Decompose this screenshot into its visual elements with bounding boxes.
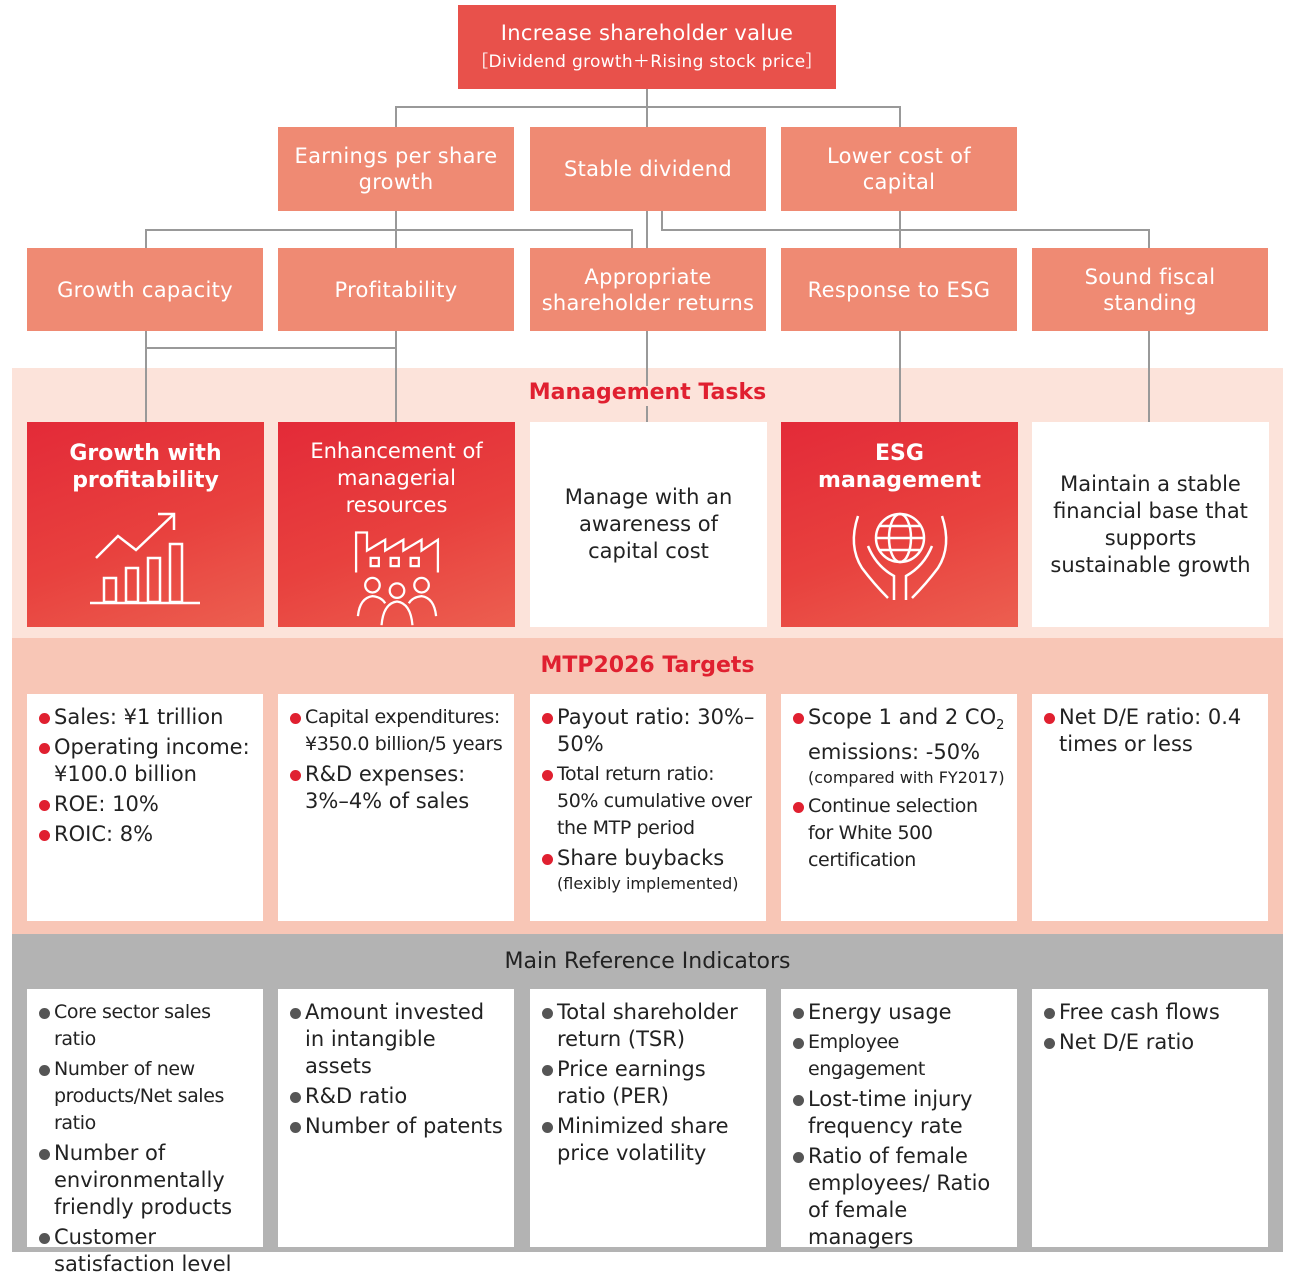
target-item: R&D expenses: 3%–4% of sales [288,761,504,815]
top-title: Increase shareholder value [500,20,794,45]
indicators-title: Main Reference Indicators [504,949,791,974]
task-manage-capital-cost: Manage with an awareness of capital cost [530,422,767,627]
indicator-item: Free cash flows [1042,999,1258,1026]
indicator-item: R&D ratio [288,1083,504,1110]
indicators-card-4: Energy usage Employee engagement Lost-ti… [781,989,1017,1249]
indicators-card-3: Total shareholder return (TSR) Price ear… [530,989,766,1247]
target-item: ROE: 10% [37,791,253,818]
indicator-item: Number of environmentally friendly produ… [37,1140,253,1221]
task-growth-with-profitability: Growth with profitability [27,422,264,627]
indicator-item: Amount invested in intangible assets [288,999,504,1080]
indicator-item: Energy usage [791,999,1007,1026]
factory-people-icon [354,531,439,626]
growth-capacity-box: Growth capacity [27,248,263,331]
targets-card-1: Sales: ¥1 trillion Operating income: ¥10… [27,694,263,921]
profitability-box: Profitability [278,248,514,331]
task-enhancement-of-managerial-resources: Enhancement of managerial resources [278,422,515,627]
growth-chart-icon [89,512,200,605]
management-tasks-title: Management Tasks [528,380,767,405]
task-stable-financial-base: Maintain a stable financial base that su… [1032,422,1269,627]
target-note: (compared with FY2017) [808,768,1005,788]
indicator-item: Minimized share price volatility [540,1113,756,1167]
indicator-item: Core sector sales ratio [37,999,253,1053]
indicators-card-1: Core sector sales ratio Number of new pr… [27,989,263,1276]
eps-growth-box: Earnings per share growth [278,127,514,211]
globe-hands-icon [852,512,947,600]
indicator-item: Price earnings ratio (PER) [540,1056,756,1110]
target-item: Total return ratio: 50% cumulative over … [540,761,756,842]
increase-shareholder-value-box: Increase shareholder value ［Dividend gro… [458,5,836,89]
indicator-item: Number of new products/Net sales ratio [37,1056,253,1137]
response-to-esg-box: Response to ESG [781,248,1017,331]
targets-card-4: Scope 1 and 2 CO2 emissions: -50%(compar… [781,694,1017,921]
targets-title: MTP2026 Targets [540,653,755,678]
targets-card-3: Payout ratio: 30%–50% Total return ratio… [530,694,766,921]
target-item: Capital expenditures: ¥350.0 billion/5 y… [288,704,504,758]
sound-fiscal-standing-box: Sound fiscal standing [1032,248,1268,331]
target-item: Continue selection for White 500 certifi… [791,793,1007,874]
indicator-item: Ratio of female employees/ Ratio of fema… [791,1143,1007,1251]
task-esg-management: ESG management [781,422,1018,627]
indicator-item: Number of patents [288,1113,504,1140]
stable-dividend-box: Stable dividend [530,127,766,211]
lower-cost-of-capital-box: Lower cost of capital [781,127,1017,211]
targets-card-5: Net D/E ratio: 0.4 times or less [1032,694,1268,921]
target-item: Operating income: ¥100.0 billion [37,734,253,788]
indicators-card-5: Free cash flows Net D/E ratio [1032,989,1268,1247]
indicators-card-2: Amount invested in intangible assets R&D… [278,989,514,1247]
top-subtitle: ［Dividend growth＋Rising stock price］ [471,51,823,72]
target-item: Payout ratio: 30%–50% [540,704,756,758]
target-item: Sales: ¥1 trillion [37,704,253,731]
indicator-item: Net D/E ratio [1042,1029,1258,1056]
target-note: (flexibly implemented) [557,874,739,893]
target-item: Net D/E ratio: 0.4 times or less [1042,704,1258,758]
indicator-item: Lost-time injury frequency rate [791,1086,1007,1140]
indicator-item: Total shareholder return (TSR) [540,999,756,1053]
appropriate-shareholder-returns-box: Appropriate shareholder returns [530,248,766,331]
target-item: Share buybacks(flexibly implemented) [540,845,756,896]
indicator-item: Employee engagement [791,1029,1007,1083]
targets-card-2: Capital expenditures: ¥350.0 billion/5 y… [278,694,514,921]
indicator-item: Customer satisfaction level [37,1224,253,1278]
target-item: Scope 1 and 2 CO2 emissions: -50%(compar… [791,704,1007,790]
target-item: ROIC: 8% [37,821,253,848]
